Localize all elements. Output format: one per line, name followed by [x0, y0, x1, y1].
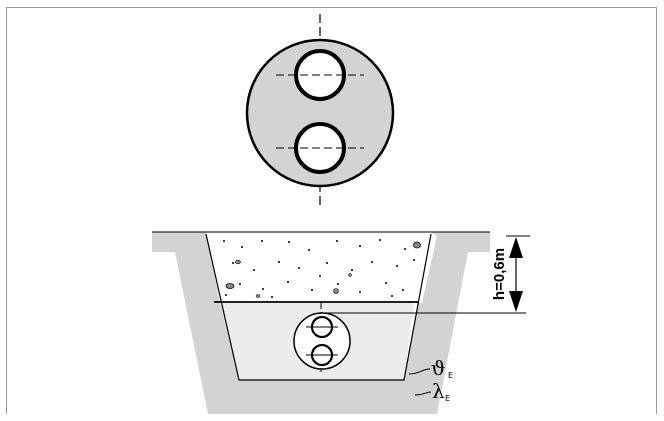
surrounding-soil [152, 232, 490, 414]
soil-conductivity-symbol: λ [432, 379, 445, 403]
soil-parameter-labels: ϑ E λ E [408, 356, 453, 403]
temperature-leader [408, 368, 431, 375]
depth-arrow-up [509, 237, 523, 258]
conductivity-leader [414, 391, 432, 396]
depth-label: h=0,6m [491, 248, 508, 300]
trench-outline [205, 233, 432, 381]
protective-duct [245, 38, 395, 188]
depth-arrow-down [509, 291, 523, 312]
figure-frame [6, 7, 657, 414]
soil-conductivity-subscript: E [445, 394, 450, 403]
soil-temperature-symbol: ϑ [431, 356, 445, 380]
soil-temperature-subscript: E [448, 371, 453, 380]
trench-section [152, 231, 490, 414]
duct-detail [245, 14, 395, 207]
topsoil-speckles [223, 239, 421, 298]
topsoil-layer [206, 232, 437, 303]
depth-dimension: h=0,6m [321, 235, 530, 314]
